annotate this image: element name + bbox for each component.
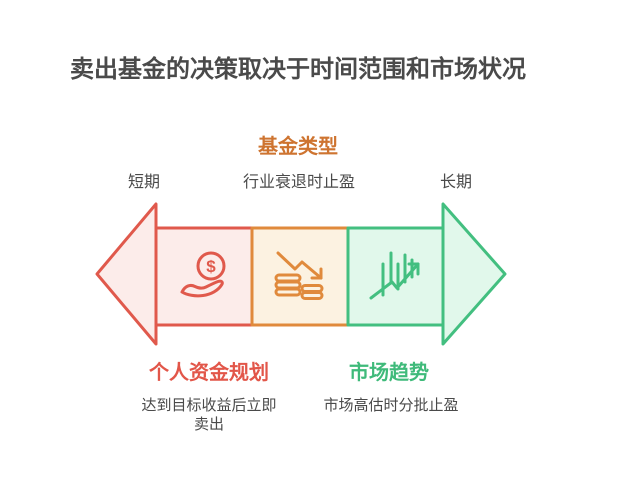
candlestick-uptrend-icon [369, 251, 420, 300]
market-trend-box [346, 226, 445, 327]
fund-type-label: 基金类型 [258, 136, 338, 158]
coin-in-hand-icon: $ [180, 251, 226, 298]
dollar-sign-glyph: $ [206, 257, 216, 276]
personal-funds-label: 个人资金规划 [149, 362, 269, 384]
market-trend-label: 市场趋势 [349, 362, 429, 384]
long-term-label: 长期 [439, 174, 472, 191]
market-trend-description: 市场高估时分批止盈 [323, 397, 459, 414]
right-arrowhead [441, 202, 507, 346]
short-term-label: 短期 [127, 174, 160, 191]
personal-funds-description: 达到目标收益后立即卖出 [141, 397, 277, 433]
fund-type-description: 行业衰退时止盈 [242, 174, 355, 191]
left-arrowhead [95, 202, 158, 346]
declining-chart-coins-icon [274, 251, 324, 300]
page-title: 卖出基金的决策取决于时间范围和市场状况 [70, 56, 526, 83]
